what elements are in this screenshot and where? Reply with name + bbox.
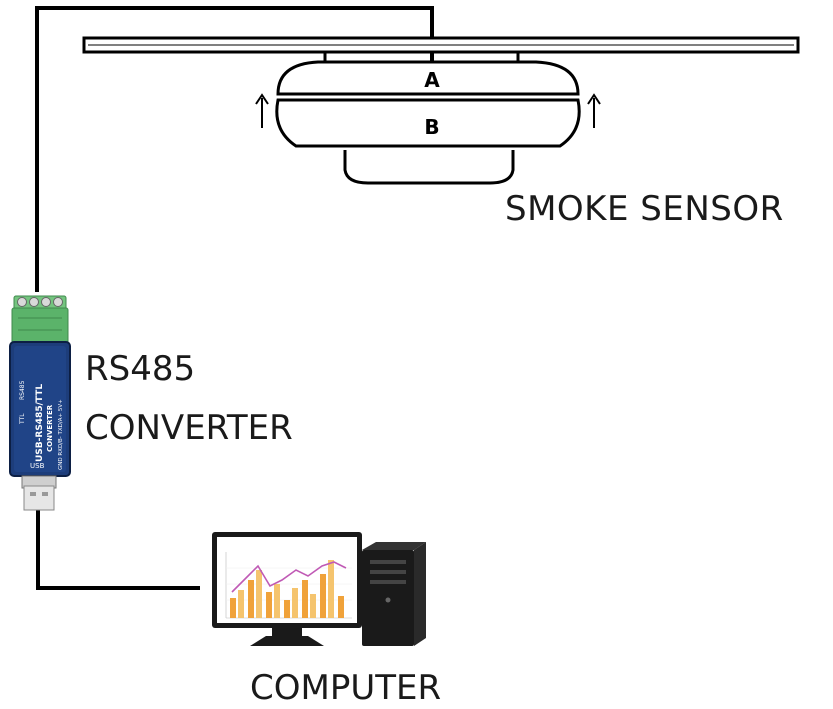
terminal-block [11,295,69,345]
up-arrow-left-icon [255,93,269,128]
converter-model-text: USB-RS485/TTL [35,384,45,462]
sensor-label-a: A [424,68,440,92]
pc-tower [362,542,426,646]
up-arrow-right-icon [587,93,601,128]
screen-chart-graphic [225,552,352,619]
sensor-base-a [276,60,580,96]
converter-ttl-text: TTL [19,413,26,425]
converter-usb-text: USB [30,462,45,470]
usb-plug [21,475,57,511]
converter-type-text: CONVERTER [46,404,54,452]
ceiling-rail [82,36,800,54]
smoke-sensor: A B [255,52,601,185]
converter-label: CONVERTER [85,408,293,448]
sensor-body-b [275,98,581,148]
sensor-dome [343,150,515,185]
converter-pins-text: GND RXD/B- TXD/A+ 5V+ [58,399,64,470]
rs485-converter: USB-RS485/TTL CONVERTER GND RXD/B- TXD/A… [9,295,71,511]
rs485-label: RS485 [85,349,196,389]
smoke-sensor-label: SMOKE SENSOR [505,189,784,229]
sensor-label-b: B [424,115,439,139]
monitor [212,532,362,646]
computer-label: COMPUTER [250,668,442,708]
converter-rs485-text: RS485 [19,380,26,400]
wire-converter-to-computer [36,510,200,590]
computer [212,532,426,646]
